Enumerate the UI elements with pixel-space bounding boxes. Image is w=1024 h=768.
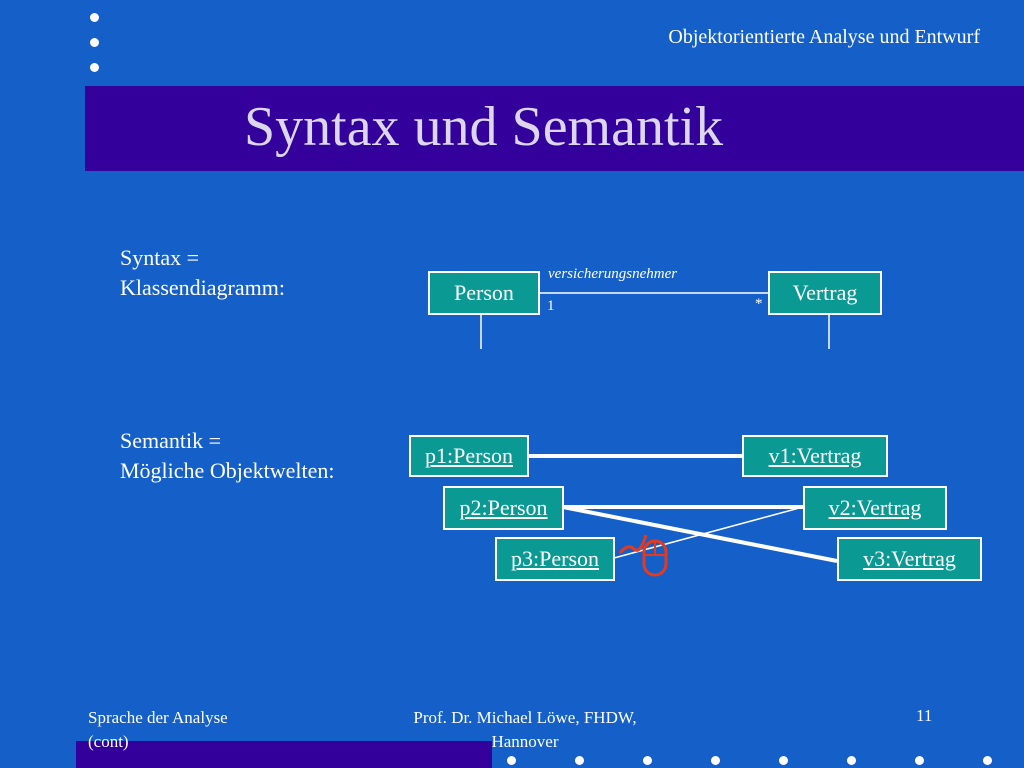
title-band (85, 86, 1024, 171)
syntax-label: Syntax = Klassendiagramm: (120, 243, 285, 303)
decor-dot (847, 756, 856, 765)
footer-author-line1: Prof. Dr. Michael Löwe, FHDW, (413, 708, 637, 727)
decor-dot (90, 13, 99, 22)
class-person: Person (428, 271, 540, 315)
footer-topic-line1: Sprache der Analyse (88, 708, 228, 727)
decor-dot (90, 63, 99, 72)
decor-dot (90, 38, 99, 47)
mouse-cursor-icon (618, 534, 668, 577)
slide-title: Syntax und Semantik (244, 96, 724, 158)
multiplicity-person: 1 (547, 298, 555, 314)
decor-dot (643, 756, 652, 765)
link-p2-v3 (562, 505, 838, 563)
semantik-label-line1: Semantik = (120, 428, 222, 453)
decor-dot (779, 756, 788, 765)
object-v3-vertrag: v3:Vertrag (837, 537, 982, 581)
decor-dot (711, 756, 720, 765)
decor-dot (507, 756, 516, 765)
syntax-label-line2: Klassendiagramm: (120, 275, 285, 300)
course-title: Objektorientierte Analyse und Entwurf (668, 26, 980, 48)
page-number: 11 (916, 706, 933, 725)
footer-topic-line2: (cont) (88, 732, 129, 751)
object-p2-person: p2:Person (443, 486, 564, 530)
semantik-label: Semantik = Mögliche Objektwelten: (120, 426, 334, 486)
object-p1-person: p1:Person (409, 435, 529, 477)
object-v2-vertrag: v2:Vertrag (803, 486, 947, 530)
decor-dot (915, 756, 924, 765)
semantik-label-line2: Mögliche Objektwelten: (120, 458, 335, 483)
association-role-label: versicherungsnehmer (548, 266, 678, 282)
footer-author-line2: Hannover (491, 732, 559, 751)
syntax-label-line1: Syntax = (120, 245, 200, 270)
object-p3-person: p3:Person (495, 537, 615, 581)
footer-author: Prof. Dr. Michael Löwe, FHDW, Hannover (380, 706, 670, 754)
footer-band (76, 741, 492, 768)
object-v1-vertrag: v1:Vertrag (742, 435, 888, 477)
decor-dot (575, 756, 584, 765)
footer-topic: Sprache der Analyse (cont) (88, 706, 228, 754)
class-vertrag: Vertrag (768, 271, 882, 315)
multiplicity-vertrag: * (755, 296, 763, 312)
decor-dot (983, 756, 992, 765)
